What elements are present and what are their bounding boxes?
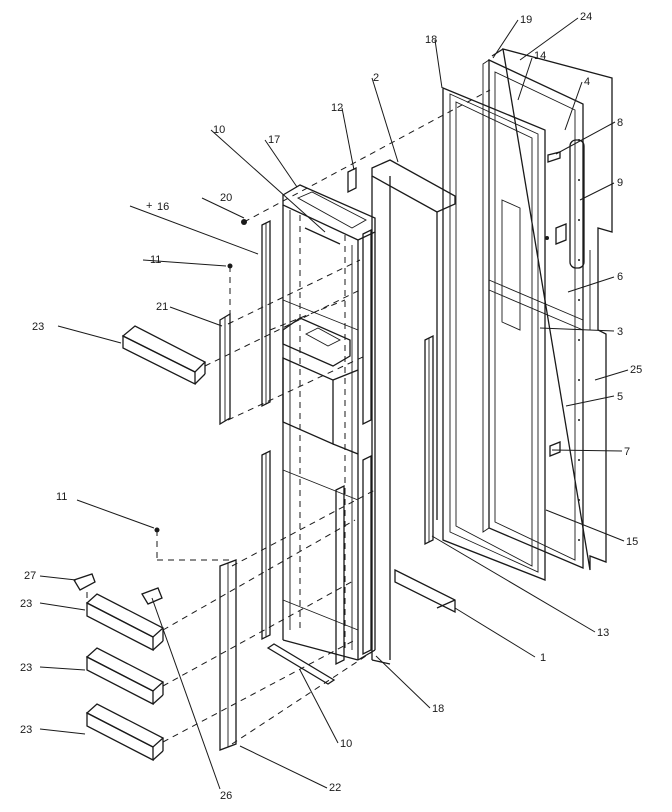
dispenser-housing — [282, 184, 376, 661]
hinge-pin-upper — [545, 151, 567, 245]
callout-4: 4 — [584, 76, 590, 88]
leader-lines — [39, 17, 629, 790]
callout-26: 26 — [220, 790, 232, 802]
callout-11-top: 11 — [150, 254, 161, 266]
callout-23-bottom: 23 — [20, 724, 32, 736]
assembly-lines — [86, 89, 491, 745]
rod-upper — [304, 227, 341, 245]
hinge-pin-lower — [549, 441, 561, 457]
callout-2: 2 — [373, 72, 379, 84]
callout-labels: 19 24 18 14 4 2 8 12 10 17 9 20 + 16 11 … — [20, 11, 642, 802]
callout-18-bottom: 18 — [432, 703, 444, 715]
top-trim-strip — [347, 166, 357, 194]
callout-7: 7 — [624, 446, 630, 458]
callout-21: 21 — [156, 301, 168, 313]
callout-10-bottom: 10 — [340, 738, 352, 750]
callout-24: 24 — [580, 11, 592, 23]
door-frame — [482, 58, 584, 569]
callout-8: 8 — [617, 117, 623, 129]
outer-door-panel — [491, 48, 613, 571]
clip-26 — [141, 587, 163, 605]
long-trim-22 — [219, 559, 237, 751]
callout-9: 9 — [617, 177, 623, 189]
housing-side-rail — [362, 228, 372, 656]
inner-liner-panel — [371, 159, 456, 665]
door-bin-upper — [121, 325, 207, 386]
callout-14: 14 — [534, 50, 546, 62]
door-handle — [569, 139, 585, 269]
door-bin-3 — [85, 647, 165, 706]
callout-27: 27 — [24, 570, 36, 582]
callout-6: 6 — [617, 271, 623, 283]
callout-25: 25 — [630, 364, 642, 376]
breaker-strip — [424, 334, 434, 546]
callout-19: 19 — [520, 14, 532, 26]
callout-12: 12 — [331, 102, 343, 114]
rod-lower — [266, 643, 336, 685]
callout-23-second: 23 — [20, 598, 32, 610]
callout-20: 20 — [220, 192, 232, 204]
callout-23-third: 23 — [20, 662, 32, 674]
bottom-bar — [394, 568, 456, 614]
callout-3: 3 — [617, 326, 623, 338]
small-trim-21 — [219, 312, 231, 426]
callout-15: 15 — [626, 536, 638, 548]
callout-22: 22 — [329, 782, 341, 794]
trim-strip-right — [335, 484, 345, 666]
door-bin-4 — [85, 703, 165, 762]
callout-23-top: 23 — [32, 321, 44, 333]
callout-16-top: 16 — [157, 201, 169, 213]
door-gasket — [442, 87, 546, 581]
frame-rivets — [578, 139, 580, 541]
callout-11-bottom: 11 — [56, 491, 67, 503]
callout-18-top: 18 — [425, 34, 437, 46]
trim-strip-lower — [261, 449, 271, 641]
callout-1: 1 — [540, 652, 546, 664]
callout-5: 5 — [617, 391, 623, 403]
callout-10-top: 10 — [213, 124, 225, 136]
trim-strip-upper — [261, 219, 271, 408]
callout-17: 17 — [268, 134, 280, 146]
clip-27 — [73, 573, 96, 591]
callout-tick: + — [146, 200, 152, 212]
callout-13: 13 — [597, 627, 609, 639]
